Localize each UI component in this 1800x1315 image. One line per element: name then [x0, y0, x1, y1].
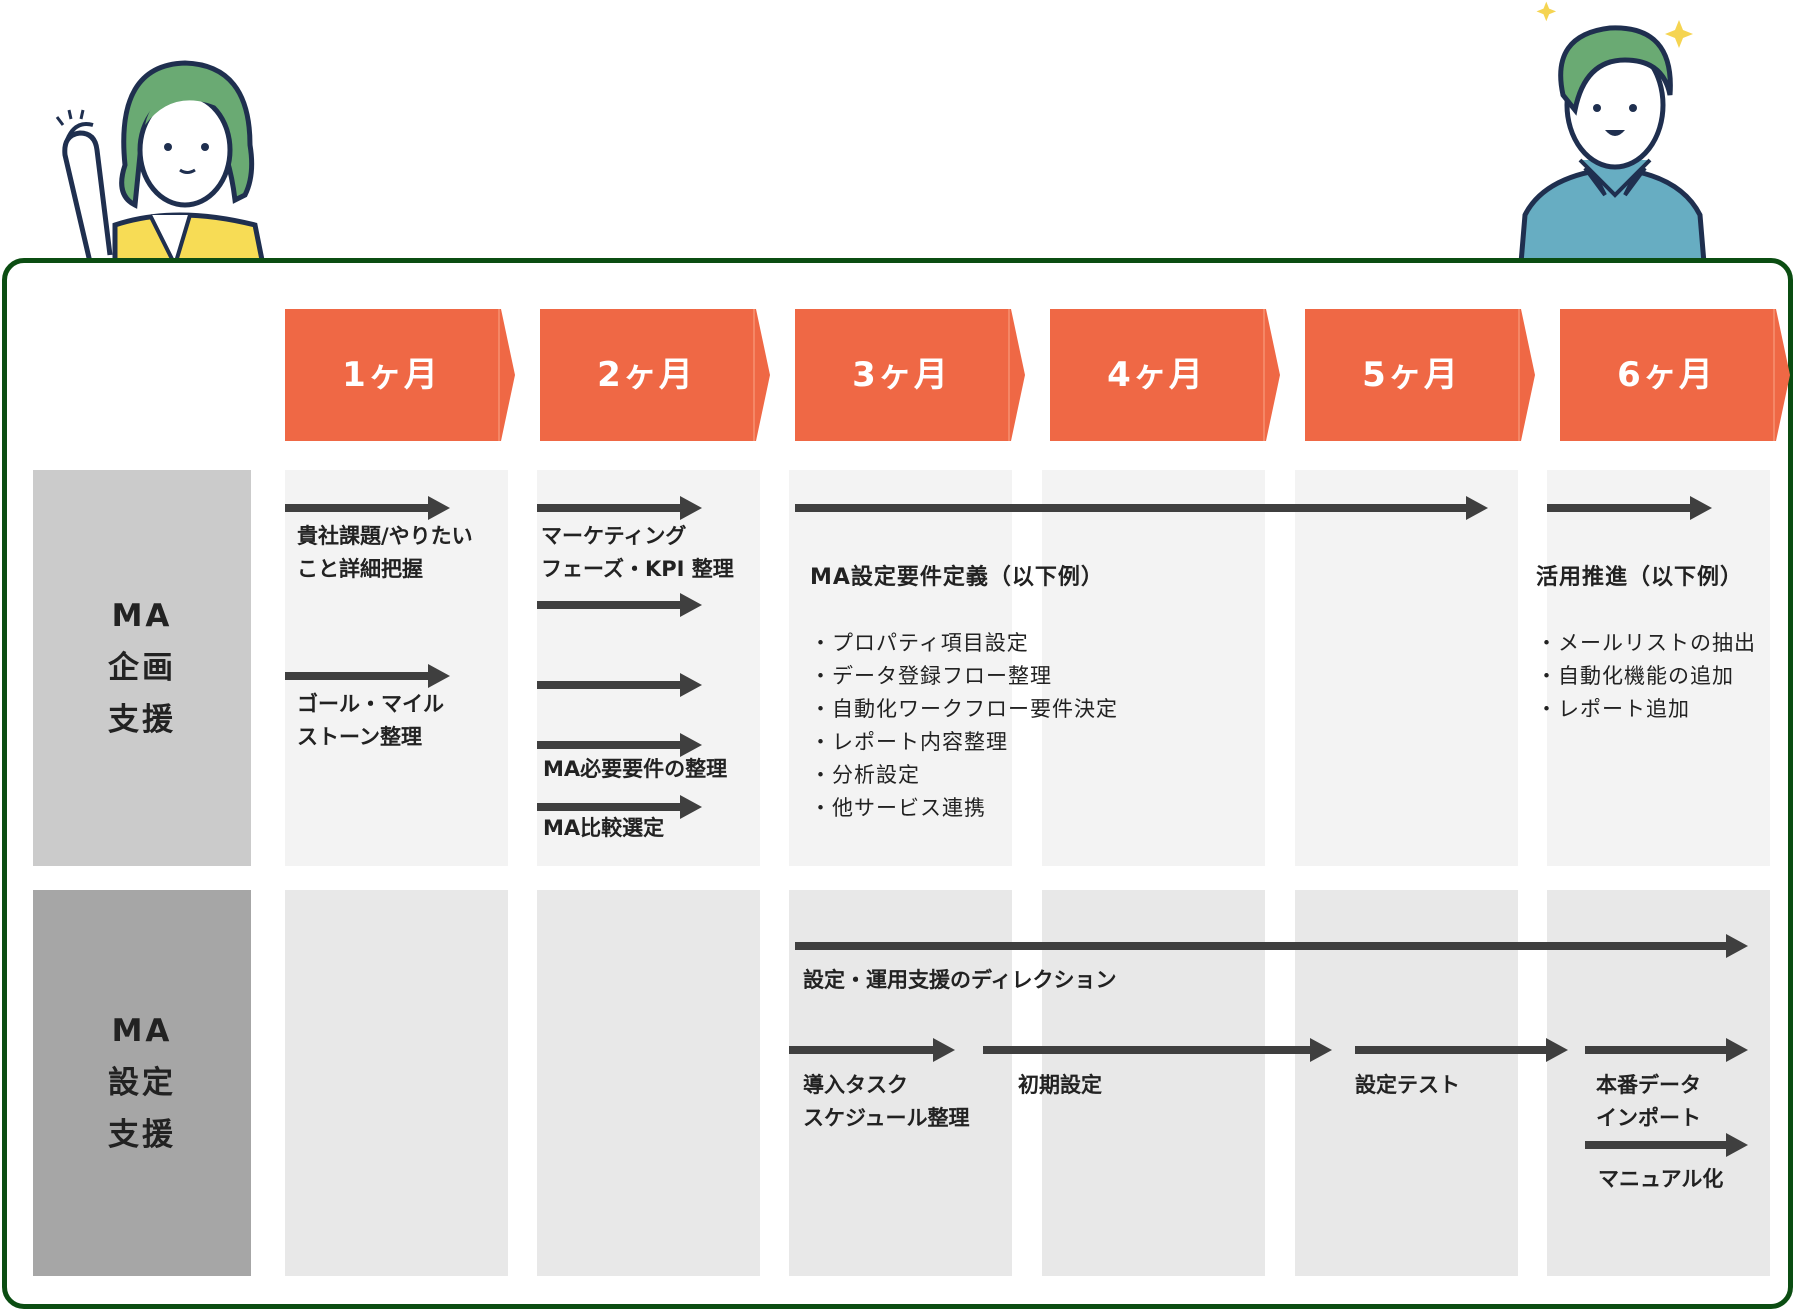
task-initial: 初期設定: [1018, 1073, 1102, 1097]
req-item-5: ・分析設定: [810, 763, 920, 787]
timeline-arrow-9: [1547, 496, 1712, 520]
cell-setup-month-6: [1547, 890, 1770, 1276]
timeline-arrow-4: [537, 593, 702, 617]
cell-plan-month-3: [789, 470, 1012, 866]
task-import: 本番データ インポート: [1596, 1073, 1701, 1130]
task-m1-1: 貴社課題/やりたい こと詳細把握: [297, 524, 473, 581]
use-item-3: ・レポート追加: [1536, 697, 1690, 721]
use-item-2: ・自動化機能の追加: [1536, 664, 1734, 688]
month-header-2: 2ヶ月: [540, 309, 770, 441]
month-header-1: 1ヶ月: [285, 309, 515, 441]
cell-setup-month-4: [1042, 890, 1265, 1276]
cell-setup-month-2: [537, 890, 760, 1276]
timeline-arrow-5: [537, 673, 702, 697]
timeline-arrow-6: [537, 733, 702, 757]
task-direction: 設定・運用支援のディレクション: [803, 968, 1117, 992]
timeline-arrow-15: [1585, 1133, 1748, 1157]
req-item-3: ・自動化ワークフロー要件決定: [810, 697, 1118, 721]
month-arrow-shape: [1050, 309, 1280, 441]
utilization-title: 活用推進（以下例）: [1536, 565, 1744, 590]
month-arrow-shape: [285, 309, 515, 441]
cell-setup-month-3: [789, 890, 1012, 1276]
timeline-arrow-8: [795, 496, 1488, 520]
cell-setup-month-5: [1295, 890, 1518, 1276]
month-header-5: 5ヶ月: [1305, 309, 1535, 441]
timeline-arrow-3: [537, 496, 702, 520]
task-m2-3: MA比較選定: [543, 816, 665, 840]
utilization-block: 活用推進（以下例） ・メールリストの抽出・自動化機能の追加・レポート追加: [1536, 528, 1756, 759]
cell-plan-month-4: [1042, 470, 1265, 866]
month-label: 3ヶ月: [852, 355, 950, 395]
req-item-2: ・データ登録フロー整理: [810, 664, 1052, 688]
timeline-arrow-14: [1585, 1038, 1748, 1062]
cell-plan-month-5: [1295, 470, 1518, 866]
req-item-4: ・レポート内容整理: [810, 730, 1008, 754]
task-m2-1: マーケティング フェーズ・KPI 整理: [541, 524, 734, 581]
timeline-arrow-12: [983, 1038, 1332, 1062]
timeline-arrow-2: [285, 664, 450, 688]
timeline-arrow-11: [789, 1038, 955, 1062]
req-item-6: ・他サービス連携: [810, 796, 986, 820]
requirements-list: ・プロパティ項目設定・データ登録フロー整理・自動化ワークフロー要件決定・レポート…: [810, 627, 1118, 825]
requirements-title: MA設定要件定義（以下例）: [810, 565, 1104, 590]
timeline-arrow-10: [795, 934, 1748, 958]
timeline-arrow-13: [1355, 1038, 1568, 1062]
month-header-6: 6ヶ月: [1560, 309, 1790, 441]
task-schedule: 導入タスク スケジュール整理: [803, 1073, 970, 1130]
month-label: 1ヶ月: [342, 355, 440, 395]
month-label: 5ヶ月: [1362, 355, 1460, 395]
req-item-1: ・プロパティ項目設定: [810, 631, 1029, 655]
row-label-plan: MA 企画 支援: [33, 470, 251, 866]
task-m1-2: ゴール・マイル ストーン整理: [297, 692, 444, 749]
month-arrow-shape: [540, 309, 770, 441]
use-item-1: ・メールリストの抽出: [1536, 631, 1756, 655]
month-header-4: 4ヶ月: [1050, 309, 1280, 441]
month-arrow-shape: [795, 309, 1025, 441]
cell-plan-month-2: [537, 470, 760, 866]
requirements-block: MA設定要件定義（以下例） ・プロパティ項目設定・データ登録フロー整理・自動化ワ…: [810, 528, 1118, 858]
task-m2-2: MA必要要件の整理: [543, 757, 728, 781]
cell-plan-month-1: [285, 470, 508, 866]
task-manual: マニュアル化: [1598, 1167, 1724, 1191]
row-label-setup: MA 設定 支援: [33, 890, 251, 1276]
month-label: 2ヶ月: [597, 355, 695, 395]
cell-plan-month-6: [1547, 470, 1770, 866]
timeline-arrow-1: [285, 496, 450, 520]
month-arrow-shape: [1560, 309, 1790, 441]
task-test: 設定テスト: [1355, 1073, 1460, 1097]
month-arrow-shape: [1305, 309, 1535, 441]
month-label: 4ヶ月: [1107, 355, 1205, 395]
timeline-arrow-7: [537, 795, 702, 819]
utilization-list: ・メールリストの抽出・自動化機能の追加・レポート追加: [1536, 627, 1756, 726]
cell-setup-month-1: [285, 890, 508, 1276]
month-header-3: 3ヶ月: [795, 309, 1025, 441]
man-illustration: [1517, 1, 1708, 275]
month-label: 6ヶ月: [1617, 355, 1715, 395]
